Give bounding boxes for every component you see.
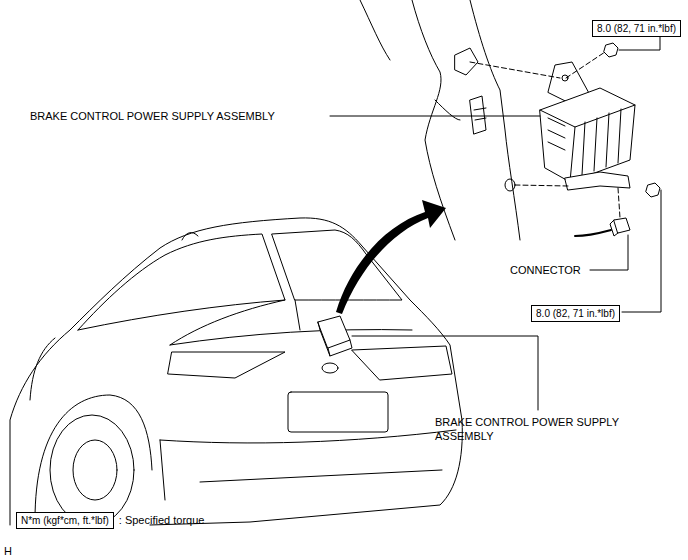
torque-box: 8.0 (82, 71 in.*lbf) xyxy=(592,20,681,37)
bumper xyxy=(160,430,456,500)
harness-clip xyxy=(470,96,486,134)
part-name: BRAKE CONTROL POWER SUPPLY ASSEMBLY xyxy=(435,415,650,443)
emblem xyxy=(322,363,338,373)
connector-plug xyxy=(610,218,630,236)
bracket-hole xyxy=(562,75,568,81)
leader-line xyxy=(619,37,660,50)
nut-top xyxy=(604,43,618,57)
tail-light-left xyxy=(168,352,285,378)
leader-line xyxy=(590,235,628,270)
leader-line xyxy=(330,116,540,117)
rear-wheel xyxy=(50,415,134,525)
wire xyxy=(575,230,611,236)
dashed-guide xyxy=(470,50,620,218)
car-body xyxy=(10,218,462,525)
part-name: CONNECTOR xyxy=(510,263,581,277)
torque-box: 8.0 (82, 71 in.*lbf) xyxy=(531,305,620,322)
part-name: BRAKE CONTROL POWER SUPPLY ASSEMBLY xyxy=(30,109,275,123)
torque-value: N*m (kgf*cm, ft.*lbf) xyxy=(21,514,109,527)
figure-code: H xyxy=(4,544,12,558)
wheel-hub xyxy=(73,440,117,500)
door-line xyxy=(30,338,55,400)
license-plate xyxy=(288,392,388,432)
tail-light-right xyxy=(352,346,452,380)
module-case xyxy=(540,88,635,182)
nut-bottom xyxy=(646,183,660,197)
module-bracket-bottom xyxy=(565,172,630,190)
body-panel xyxy=(360,0,520,240)
body-cutout xyxy=(455,48,478,75)
side-window xyxy=(78,234,285,330)
antenna-fin xyxy=(182,233,198,240)
module-small xyxy=(318,316,352,356)
torque-value: 8.0 (82, 71 in.*lbf) xyxy=(536,307,615,320)
big-arrow xyxy=(336,200,446,314)
body-hole xyxy=(505,179,515,191)
leader-line xyxy=(352,336,538,410)
module-ribs xyxy=(548,109,621,175)
torque-value: 8.0 (82, 71 in.*lbf) xyxy=(597,22,676,35)
wheel-arch xyxy=(35,395,152,520)
legend-text: : Specified torque xyxy=(119,513,205,527)
trunk-lid xyxy=(170,300,412,345)
torque-legend-box: N*m (kgf*cm, ft.*lbf) xyxy=(16,512,114,529)
